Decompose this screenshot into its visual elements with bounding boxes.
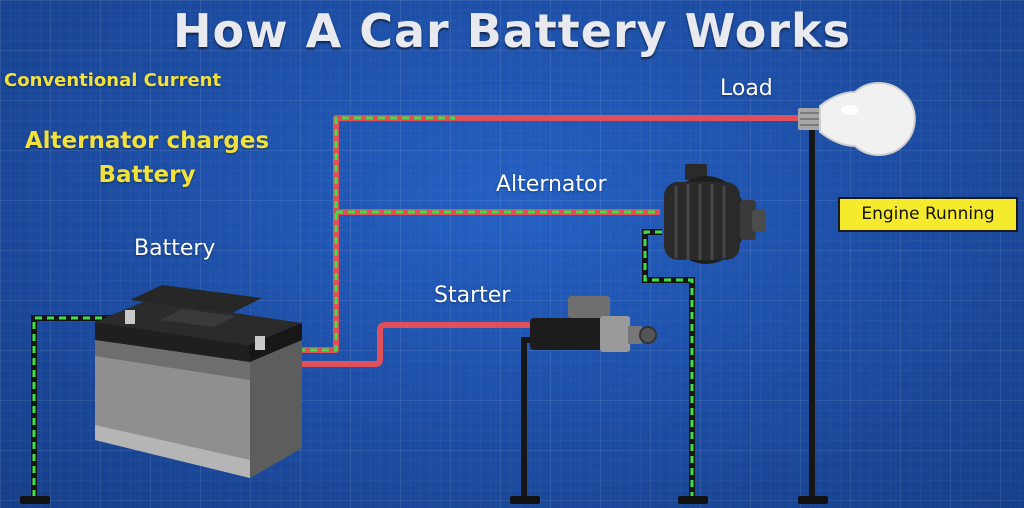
light-bulb-icon xyxy=(798,82,916,156)
alternator-icon xyxy=(664,164,766,264)
status-message-line-1: Alternator charges xyxy=(24,128,270,154)
status-message-line-2: Battery xyxy=(98,162,196,188)
starter-label: Starter xyxy=(434,283,511,308)
ground-terminal-icon xyxy=(20,496,828,504)
load-label: Load xyxy=(720,76,773,101)
ground-wire-alternator xyxy=(642,229,695,500)
alternator-label: Alternator xyxy=(496,172,607,197)
ground-current-flow xyxy=(32,230,694,500)
ground-wire-starter xyxy=(521,337,540,500)
battery-icon xyxy=(95,285,302,478)
starter-motor-icon xyxy=(530,296,657,352)
battery-label: Battery xyxy=(134,236,216,261)
positive-wire-starter xyxy=(262,322,540,367)
engine-status-badge: Engine Running xyxy=(838,197,1018,232)
current-type-label: Conventional Current xyxy=(4,70,222,91)
page-title: How A Car Battery Works xyxy=(172,4,852,58)
